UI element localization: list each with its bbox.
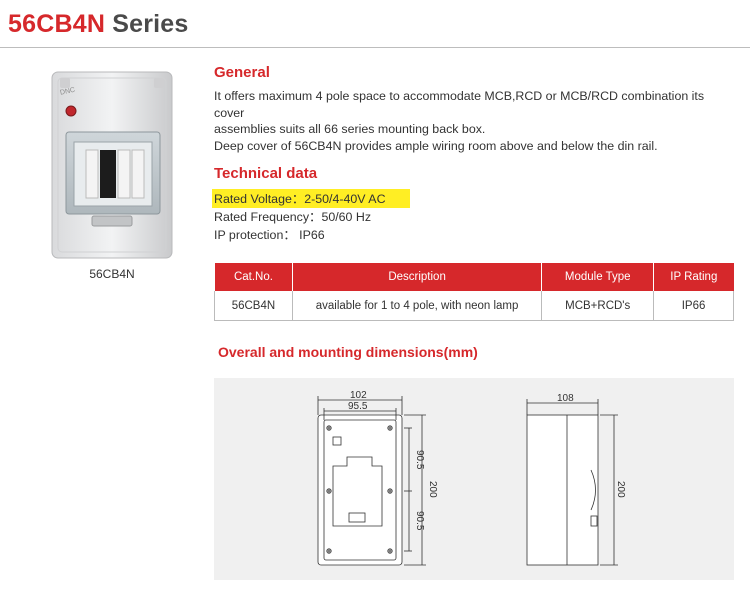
rated-frequency: Rated Frequency：50/60 Hz xyxy=(214,210,372,224)
rated-voltage: Rated Voltage：2-50/4-40V AC xyxy=(214,192,386,206)
dimension-drawing: 102 95.5 90.5 90.5 200 108 200 xyxy=(317,390,626,566)
cell-module-type: MCB+RCD's xyxy=(541,291,654,321)
page-title: 56CB4N Series xyxy=(8,10,189,39)
cell-ip-rating: IP66 xyxy=(653,291,734,321)
dim-front-mount-width: 95.5 xyxy=(348,401,368,412)
product-image: DNC xyxy=(51,71,173,259)
dimension-drawing-panel: 102 95.5 90.5 90.5 200 108 200 xyxy=(214,378,734,580)
dim-front-upper: 90.5 xyxy=(414,450,425,470)
title-divider xyxy=(0,47,750,48)
general-line-1: It offers maximum 4 pole space to accomm… xyxy=(214,89,705,120)
col-catno: Cat.No. xyxy=(214,263,293,291)
cell-catno: 56CB4N xyxy=(214,291,293,321)
table-header-row: Cat.No. Description Module Type IP Ratin… xyxy=(214,263,734,291)
series-label: Series xyxy=(105,10,189,38)
spec-table: Cat.No. Description Module Type IP Ratin… xyxy=(214,263,734,321)
voltage-highlight xyxy=(212,189,410,208)
front-view-outline xyxy=(317,414,403,566)
general-description: It offers maximum 4 pole space to accomm… xyxy=(214,88,734,154)
ip-protection: IP protection： IP66 xyxy=(214,228,325,242)
dim-side-height: 200 xyxy=(615,481,626,498)
col-description: Description xyxy=(291,263,542,291)
general-line-2: assemblies suits all 66 series mounting … xyxy=(214,122,486,136)
dim-front-lower: 90.5 xyxy=(414,511,425,531)
dim-side-depth: 108 xyxy=(557,393,574,404)
side-view-outline xyxy=(526,414,599,566)
cell-description: available for 1 to 4 pole, with neon lam… xyxy=(291,291,542,321)
technical-heading: Technical data xyxy=(214,165,318,182)
col-ip-rating: IP Rating xyxy=(653,263,734,291)
mounting-holes xyxy=(326,425,393,554)
col-module-type: Module Type xyxy=(541,263,654,291)
dimensions-heading: Overall and mounting dimensions(mm) xyxy=(218,344,478,360)
dim-front-height: 200 xyxy=(427,481,438,498)
product-caption: 56CB4N xyxy=(89,267,135,281)
dim-front-width: 102 xyxy=(350,390,367,401)
product-code: 56CB4N xyxy=(8,10,106,38)
table-row: 56CB4N available for 1 to 4 pole, with n… xyxy=(214,291,734,321)
general-heading: General xyxy=(214,64,270,81)
general-line-3: Deep cover of 56CB4N provides ample wiri… xyxy=(214,138,658,153)
brand-logo: DNC xyxy=(59,87,75,97)
